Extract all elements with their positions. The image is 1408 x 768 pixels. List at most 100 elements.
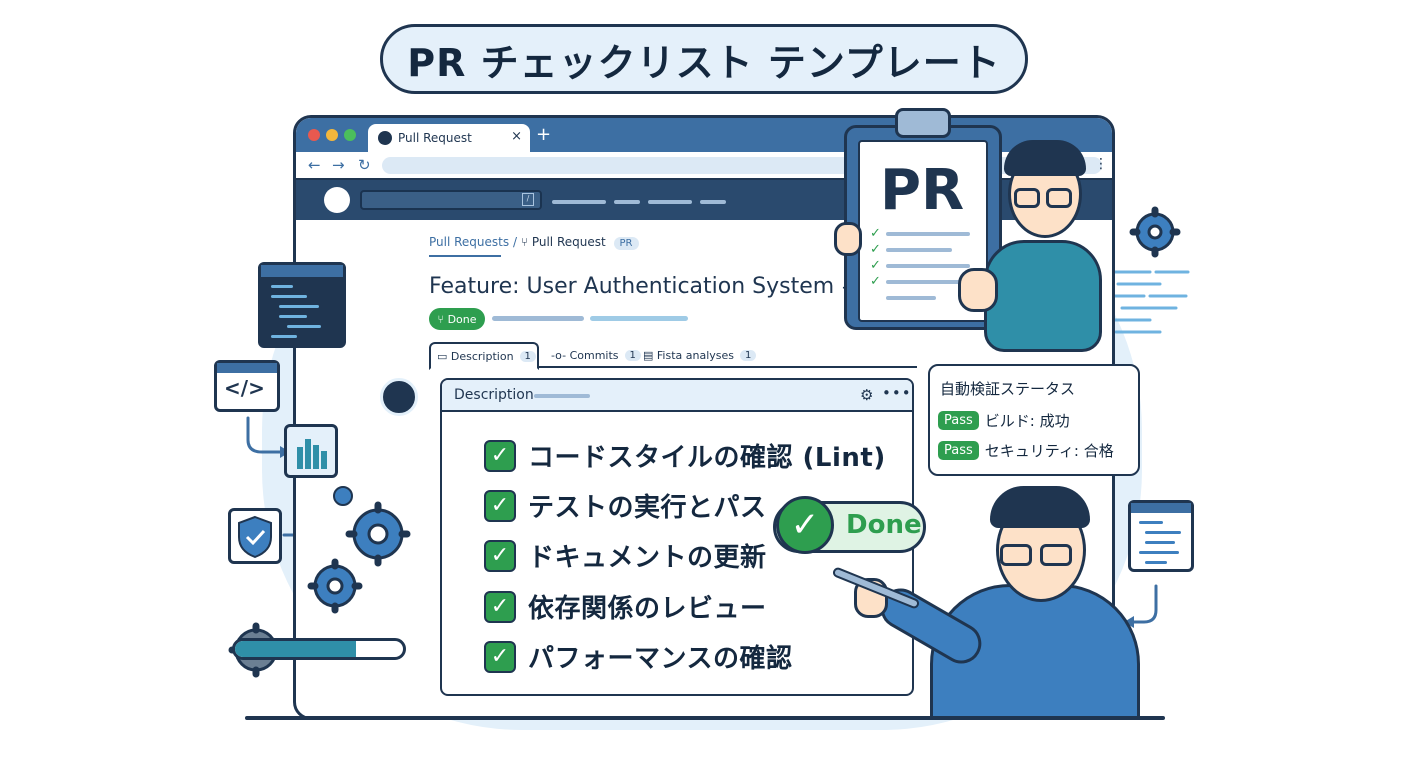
status-row-text: ビルド: 成功 [984, 412, 1070, 430]
checklist-item[interactable]: ✓ パフォーマンスの確認 [484, 638, 792, 675]
breadcrumb-current: Pull Request [531, 235, 606, 249]
status-card-title: 自動検証ステータス [940, 380, 1076, 398]
file-icon: ▤ [643, 348, 657, 362]
commit-icon: -o- [551, 348, 570, 362]
check-icon: ✓ [870, 226, 881, 241]
browser-tab-pull-request[interactable]: Pull Request × [368, 124, 530, 152]
person-hair [1004, 140, 1086, 176]
pass-badge: Pass [938, 441, 979, 460]
checklist-item-label: パフォーマンスの確認 [528, 644, 793, 674]
ground-line [245, 716, 1165, 720]
reload-icon[interactable]: ↻ [358, 156, 371, 174]
checkbox-checked-icon[interactable]: ✓ [484, 640, 516, 673]
description-title: Description [454, 387, 534, 403]
status-row: Pass セキュリティ: 合格 [938, 440, 1114, 461]
shield-icon [228, 508, 282, 564]
checklist-item-label: コードスタイルの確認 (Lint) [528, 443, 886, 473]
checklist-item[interactable]: ✓ テストの実行とパス [484, 487, 767, 524]
header-nav-item[interactable] [648, 200, 692, 204]
checkbox-checked-icon[interactable]: ✓ [484, 590, 516, 623]
pr-tabs: ▭ Description 1 -o- Commits 1 ▤ Fista an… [429, 342, 917, 370]
header-nav-item[interactable] [700, 200, 726, 204]
close-window-dot[interactable] [308, 129, 320, 141]
progress-fill [235, 641, 356, 657]
clipboard-line [886, 280, 962, 284]
code-tag-icon: </> [214, 360, 280, 412]
maximize-window-dot[interactable] [344, 129, 356, 141]
checkbox-checked-icon[interactable]: ✓ [484, 439, 516, 472]
tab-count: 1 [740, 349, 757, 361]
breadcrumb: Pull Requests / ⑂ Pull Request PR [429, 235, 639, 250]
status-row: Pass ビルド: 成功 [938, 410, 1070, 431]
merge-icon: ⑂ [437, 312, 448, 326]
check-icon: ✓ [870, 242, 881, 257]
checklist-item[interactable]: ✓ ドキュメントの更新 [484, 537, 767, 574]
tab-label: Fista analyses [656, 348, 735, 362]
close-tab-icon[interactable]: × [511, 129, 522, 144]
person-hand [834, 222, 862, 256]
check-icon: ✓ [870, 274, 881, 289]
checklist-item[interactable]: ✓ コードスタイルの確認 (Lint) [484, 437, 886, 474]
code-window-icon [1128, 500, 1194, 572]
progress-bar [232, 638, 406, 660]
done-check-icon: ✓ [776, 496, 834, 554]
comment-icon: ▭ [437, 349, 451, 363]
header-nav-item[interactable] [552, 200, 606, 204]
pull-request-icon: ⑂ [520, 235, 529, 249]
page-title: PR チェックリスト テンプレート [380, 24, 1028, 94]
status-row-text: セキュリティ: 合格 [984, 442, 1114, 460]
clipboard-line [886, 232, 970, 236]
checklist-item-label: 依存関係のレビュー [528, 594, 767, 624]
github-search-input[interactable]: / [360, 190, 542, 210]
search-shortcut-key: / [522, 193, 534, 206]
meta-placeholder [492, 316, 584, 321]
tab-description[interactable]: ▭ Description 1 [429, 342, 539, 370]
breadcrumb-separator: / [512, 235, 517, 249]
tab-count: 1 [624, 349, 641, 361]
clipboard-line [886, 296, 936, 300]
clipboard-line [886, 264, 970, 268]
bar-chart-icon [284, 424, 338, 478]
clipboard-clip [895, 108, 951, 138]
minimize-window-dot[interactable] [326, 129, 338, 141]
checklist-item[interactable]: ✓ 依存関係のレビュー [484, 588, 767, 625]
meta-placeholder [590, 316, 688, 321]
pass-badge: Pass [938, 411, 979, 430]
person-hair [990, 486, 1090, 528]
breadcrumb-link[interactable]: Pull Requests [429, 235, 510, 249]
browser-tab-label: Pull Request [398, 131, 472, 145]
github-avatar-icon [380, 378, 418, 416]
person-hand [958, 268, 998, 312]
glasses-icon [1040, 544, 1072, 566]
more-icon[interactable]: ••• [882, 384, 912, 402]
description-title-line [534, 394, 590, 398]
breadcrumb-underline [429, 255, 501, 257]
forward-arrow-icon[interactable]: → [332, 156, 345, 174]
glasses-icon [1014, 188, 1040, 208]
description-card: Description ⚙ ••• [440, 378, 914, 696]
new-tab-button[interactable]: + [536, 124, 552, 145]
status-label: Done [447, 312, 477, 326]
checkbox-checked-icon[interactable]: ✓ [484, 539, 516, 572]
checklist-item-label: ドキュメントの更新 [528, 543, 767, 573]
verification-status-card: 自動検証ステータス Pass ビルド: 成功 Pass セキュリティ: 合格 [928, 364, 1140, 476]
pr-title: Feature: User Authentication System #123 [429, 274, 902, 299]
tab-analyses[interactable]: ▤ Fista analyses 1 [637, 342, 762, 368]
checkbox-checked-icon[interactable]: ✓ [484, 489, 516, 522]
github-logo-icon[interactable] [324, 187, 350, 213]
back-arrow-icon[interactable]: ← [308, 156, 321, 174]
gear-icon[interactable]: ⚙ [860, 386, 874, 404]
description-header: Description ⚙ ••• [442, 380, 912, 412]
glasses-icon [1046, 188, 1072, 208]
tab-commits[interactable]: -o- Commits 1 [545, 342, 647, 368]
breadcrumb-badge: PR [613, 237, 639, 250]
clipboard-line [886, 248, 952, 252]
glasses-icon [1000, 544, 1032, 566]
code-window-icon [258, 262, 346, 348]
header-nav-item[interactable] [614, 200, 640, 204]
done-label: Done [846, 510, 922, 540]
browser-menu-icon[interactable]: ⋮ [1094, 156, 1108, 172]
check-icon: ✓ [870, 258, 881, 273]
clipboard-pr-label: PR [880, 158, 965, 223]
